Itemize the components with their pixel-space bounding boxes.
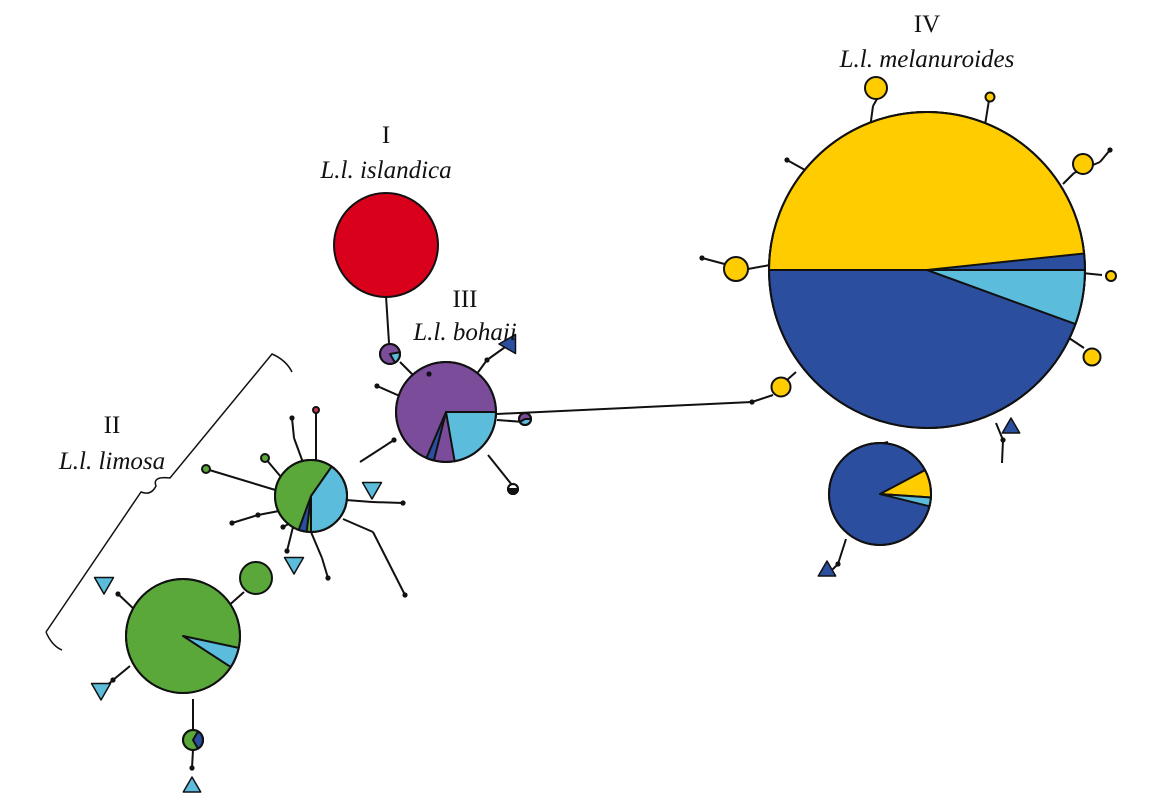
haplotype-node-II-small-outline [182,729,204,751]
branch-line [231,514,259,524]
sample-triangle-light [90,682,112,701]
haplotype-node-IV-small [984,91,996,103]
median-vector-node [835,561,841,567]
branch-line [205,468,283,493]
median-vector-node [402,592,408,598]
median-vector-node [229,520,235,526]
branch-line [786,371,797,381]
sample-triangle-light [182,776,202,793]
branch-line [345,499,373,503]
long-branch-line [496,401,753,415]
branch-line [321,557,329,579]
branch-line [837,538,847,565]
clade-I-name: L.l. islandica [320,157,452,184]
haplotype-node-III-link-outline [379,343,401,365]
branch-line [376,385,403,398]
haplotype-node-IV-small [770,376,792,398]
haplotype-node-IV-main-outline [768,111,1086,429]
haplotype-node-II-small [312,406,320,414]
sample-triangle-dark [1001,417,1021,434]
branch-line [372,531,406,596]
median-vector-node [280,524,286,530]
haplotype-node-II-large-outline [125,578,241,694]
haplotype-node-II-main-outline [274,459,348,533]
median-vector-node [784,157,790,163]
branch-line [257,510,280,516]
haplotype-node-II-small [201,464,211,474]
median-vector-node [189,765,195,771]
median-vector-node [325,575,331,581]
haplotype-node-IV-small [1105,270,1117,282]
clade-I-numeral: I [381,122,391,149]
haplotype-node-II-small [260,453,270,463]
median-vector-node [289,415,295,421]
clade-II-bracket [45,353,293,651]
branch-line [747,264,771,270]
sample-triangle-light [93,576,115,595]
clade-III-numeral: III [452,286,478,313]
median-vector-node [1107,147,1113,153]
branch-line [1068,337,1085,349]
median-vector-node [426,371,432,377]
median-vector-node [484,357,490,363]
haplotype-node-IV-main-segment-1 [768,111,1086,271]
branch-line [310,531,323,559]
haplotype-node-IV-small [864,76,888,100]
branch-line [342,518,374,533]
haplotype-node-III-main-outline [395,361,497,463]
branch-line [786,159,806,171]
haplotype-node-II-link [239,561,273,595]
haplotype-node-IV-small [1072,153,1094,175]
sample-triangle-light [361,481,383,500]
branch-line [191,749,194,769]
sample-triangle-light [283,556,305,575]
branch-line [751,394,774,403]
branch-line [112,665,131,681]
median-vector-node [391,437,397,443]
branch-line [117,593,136,611]
haplotype-node-IV-secondary-outline [828,442,932,546]
sample-triangle-dark [817,560,837,577]
median-vector-node [115,591,121,597]
clade-II-numeral: II [103,412,121,439]
branch-line [1062,172,1075,185]
haplotype-node-IV-small [723,256,749,282]
haplotype-node-III-small-outline [507,483,519,495]
branch-line [359,439,395,463]
clade-III-name: L.l. bohaii [413,319,517,346]
clade-IV-name: L.l. melanuroides [839,46,1015,73]
median-vector-node [110,677,116,683]
median-vector-node [284,548,290,554]
branch-line [291,417,295,439]
haplotype-node-III-small-outline [518,412,532,426]
median-vector-node [400,500,406,506]
branch-line [1099,149,1111,163]
branch-line [385,295,390,344]
haplotype-node-I [333,192,439,298]
branch-line [872,98,878,107]
median-vector-node [374,383,380,389]
branch-line [286,526,294,552]
clade-II-name: L.l. limosa [58,448,166,475]
branch-line [1001,439,1004,464]
median-vector-node [699,255,705,261]
median-vector-node [255,512,261,518]
median-vector-node [749,399,755,405]
clade-IV-numeral: IV [913,11,941,38]
sample-triangle-dark [498,333,517,355]
branch-line [995,422,1004,441]
branch-line [984,99,990,126]
median-vector-node [1000,437,1006,443]
branch-line [487,454,513,486]
branch-line [371,501,404,504]
haplotype-node-IV-small [1082,347,1102,367]
